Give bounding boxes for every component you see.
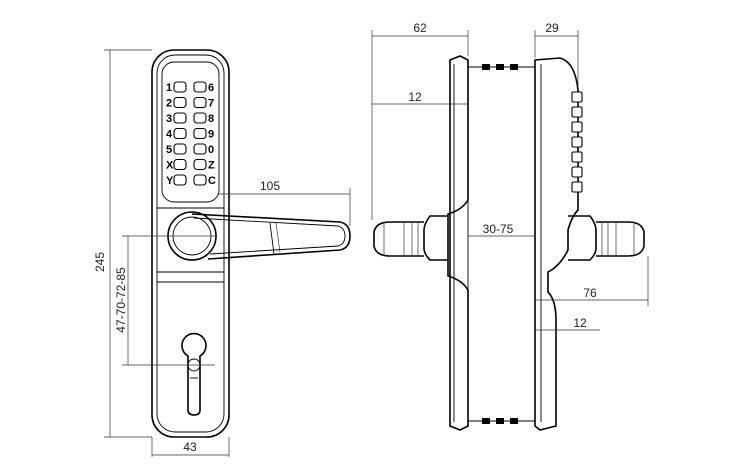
side-key-button <box>571 106 583 118</box>
outer-plate <box>534 57 579 431</box>
key-right-Z[interactable] <box>193 158 207 171</box>
inner-plate <box>447 55 469 431</box>
dim-centers: 47-70-72-85 <box>114 267 128 333</box>
dim-handle-reach: 105 <box>260 179 280 193</box>
inner-spindle <box>373 215 448 261</box>
dim-bottom-offset: 12 <box>573 316 587 330</box>
key-left-Y[interactable] <box>173 174 187 186</box>
fixing-bolts-top <box>468 64 535 70</box>
key-left-5[interactable] <box>173 143 187 155</box>
key-label-right: Z <box>208 160 215 172</box>
key-left-1[interactable] <box>173 81 187 93</box>
key-label-right: C <box>208 175 216 187</box>
key-label-left: 4 <box>166 129 173 141</box>
dim-spindle-length: 76 <box>583 286 597 300</box>
side-key-button <box>571 151 583 163</box>
key-left-X[interactable] <box>173 158 187 171</box>
key-right-9[interactable] <box>193 127 207 140</box>
key-label-right: 7 <box>208 98 214 110</box>
side-key-button <box>571 181 583 193</box>
key-left-4[interactable] <box>173 127 187 140</box>
fixing-bolts-bottom <box>468 418 535 424</box>
key-right-7[interactable] <box>193 96 207 109</box>
key-left-2[interactable] <box>173 96 187 109</box>
key-right-6[interactable] <box>193 81 207 93</box>
side-key-button <box>571 91 583 103</box>
side-key-button <box>571 136 583 148</box>
key-right-C[interactable] <box>193 174 207 186</box>
key-left-3[interactable] <box>173 112 187 124</box>
key-label-left: 3 <box>166 113 172 125</box>
key-label-right: 0 <box>208 144 214 156</box>
dim-side-depth-outer: 29 <box>545 21 559 35</box>
outer-spindle <box>568 215 645 261</box>
lock-body-outline <box>151 49 230 438</box>
key-label-left: X <box>166 160 174 172</box>
dim-width: 43 <box>183 440 197 454</box>
key-label-left: 5 <box>166 144 172 156</box>
key-label-left: 2 <box>166 98 172 110</box>
front-dimensions: 245 47-70-72-85 105 43 <box>93 49 351 457</box>
front-view: 1 6 2 7 3 8 4 9 5 0X Z Y C <box>122 49 351 438</box>
key-label-left: Y <box>166 175 174 187</box>
key-label-left: 1 <box>166 82 172 94</box>
dim-plate-offset: 12 <box>408 90 422 104</box>
side-keypad-buttons <box>571 91 583 193</box>
key-right-8[interactable] <box>193 112 207 124</box>
dim-height-total: 245 <box>93 252 107 272</box>
key-label-right: 6 <box>208 82 214 94</box>
side-key-button <box>571 121 583 133</box>
side-view <box>373 55 645 431</box>
dim-door-thickness: 30-75 <box>483 222 514 236</box>
dim-side-depth-inner: 62 <box>413 21 427 35</box>
key-label-right: 8 <box>208 113 214 125</box>
key-right-0[interactable] <box>193 143 207 155</box>
side-key-button <box>571 166 583 178</box>
lock-body-inner <box>156 54 225 433</box>
euro-cylinder-keyhole <box>181 332 207 416</box>
keypad-panel <box>161 61 220 203</box>
keypad-keys: 1 6 2 7 3 8 4 9 5 0X Z Y C <box>166 81 216 187</box>
side-dimensions: 62 29 12 30-75 76 12 <box>371 21 649 331</box>
key-label-right: 9 <box>208 129 214 141</box>
